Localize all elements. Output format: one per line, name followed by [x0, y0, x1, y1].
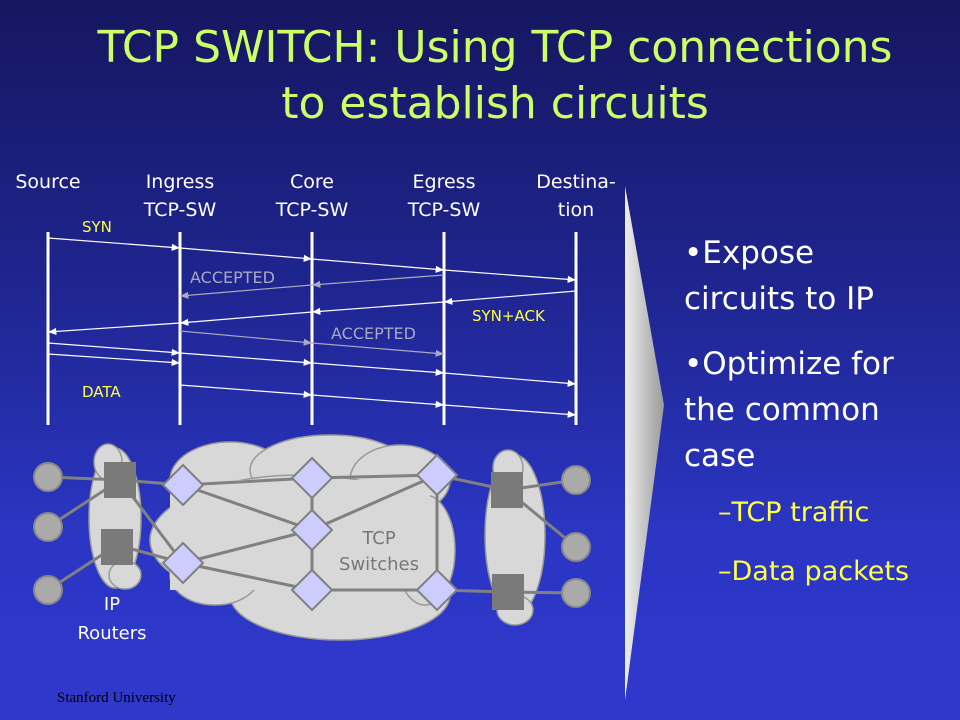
routers-label-1: IP [104, 594, 120, 615]
bullet-text: the common [684, 392, 880, 428]
label-syn: SYN [82, 218, 112, 236]
header-destination-2: tion [558, 199, 594, 221]
accepted-arrows [179, 274, 445, 357]
bullet-text: case [684, 438, 756, 474]
switches-label-2: Switches [339, 554, 419, 575]
slide-title: TCP SWITCH: Using TCP connections to est… [0, 20, 960, 132]
bullet-text: circuits to IP [684, 281, 874, 317]
footer-institution: Stanford University [57, 690, 176, 706]
host-nodes [33, 462, 591, 608]
header-core-2: TCP-SW [275, 199, 349, 221]
bullet-text: •Expose [684, 235, 815, 271]
bullet-expose: •Expose circuits to IP [684, 230, 944, 322]
header-egress-2: TCP-SW [407, 199, 481, 221]
switches-label-1: TCP [361, 528, 396, 549]
header-core: Core [290, 171, 334, 193]
big-arrow-shape [625, 186, 664, 700]
timelines [46, 232, 578, 425]
routers-label-2: Routers [77, 623, 146, 644]
label-data: DATA [82, 383, 121, 401]
sub-bullet-tcp-traffic: –TCP traffic [718, 497, 870, 528]
message-arrows [47, 237, 577, 418]
ip-routers [101, 462, 524, 610]
label-accepted-2: ACCEPTED [331, 324, 416, 343]
sub-bullet-data-packets: –Data packets [718, 556, 910, 587]
title-line-1: TCP SWITCH: Using TCP connections [97, 22, 893, 73]
label-accepted-1: ACCEPTED [190, 268, 275, 287]
header-ingress-2: TCP-SW [143, 199, 217, 221]
label-synack: SYN+ACK [472, 307, 546, 325]
title-line-2: to establish circuits [281, 78, 709, 129]
header-source: Source [15, 171, 80, 193]
bullet-optimize: •Optimize for the common case [684, 341, 944, 479]
header-egress: Egress [413, 171, 476, 193]
bullet-text: •Optimize for [684, 346, 894, 382]
header-ingress: Ingress [146, 171, 215, 193]
header-destination: Destina- [536, 171, 616, 193]
tcp-switches [161, 453, 459, 612]
